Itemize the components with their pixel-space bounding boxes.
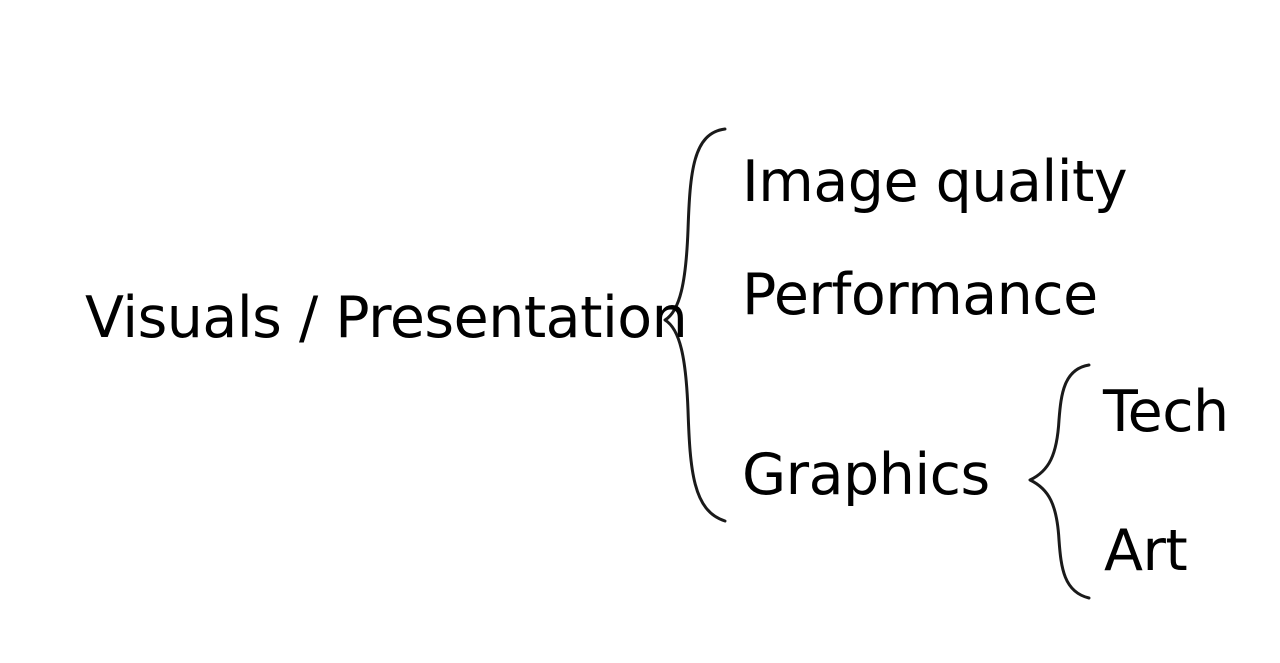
- node-performance: Performance: [742, 262, 1098, 328]
- node-image-quality: Image quality: [742, 149, 1128, 215]
- root-node-label: Visuals / Presentation: [85, 285, 688, 351]
- node-tech: Tech: [1103, 379, 1229, 445]
- node-art: Art: [1104, 518, 1188, 584]
- node-graphics: Graphics: [742, 442, 990, 508]
- root-brace: [663, 127, 727, 523]
- graphics-brace: [1028, 363, 1091, 600]
